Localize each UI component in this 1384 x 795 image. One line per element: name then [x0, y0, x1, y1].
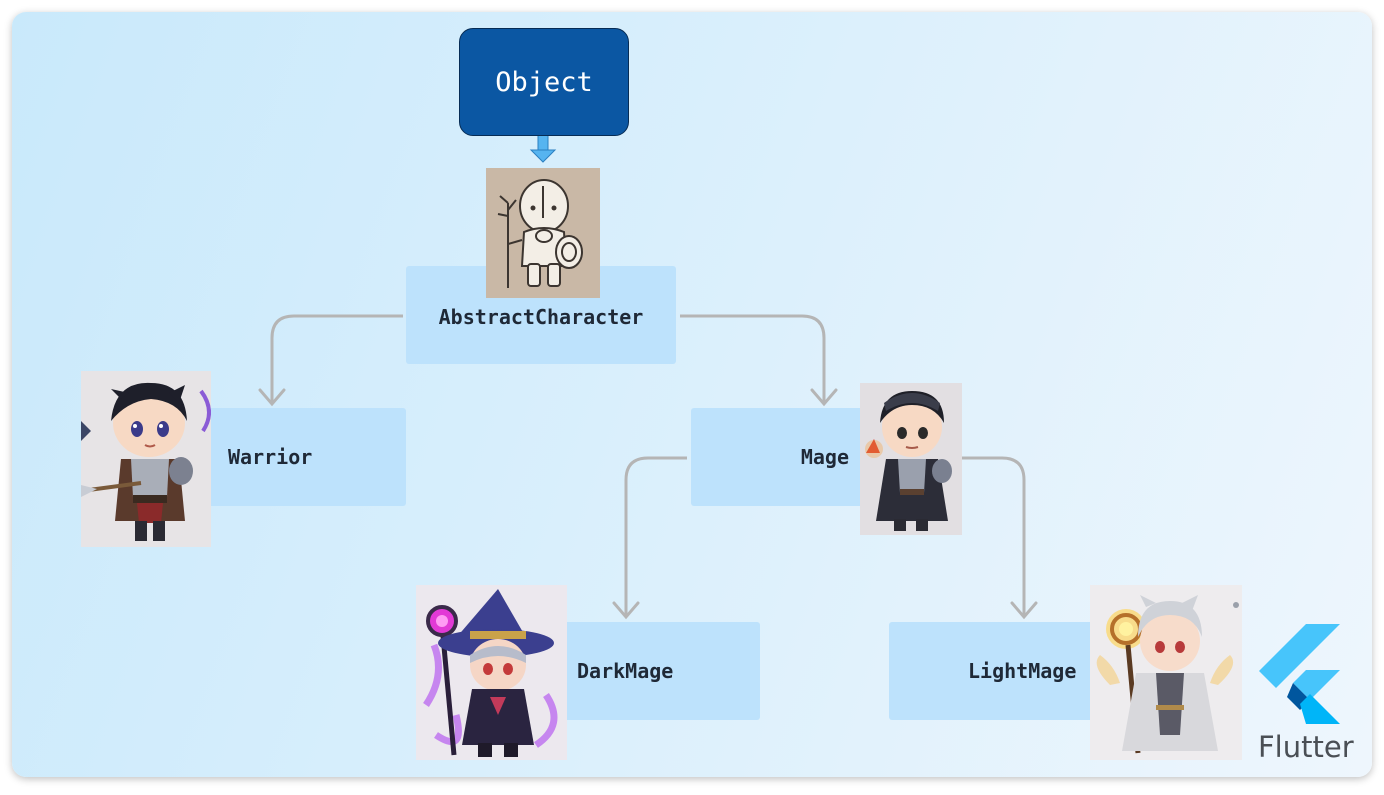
flutter-logo-icon — [1259, 624, 1340, 724]
dark-mage-label: DarkMage — [577, 659, 674, 683]
flutter-wordmark: Flutter — [1258, 730, 1354, 764]
diagram-canvas: Object AbstractCharacter Warrior Mage Da… — [12, 12, 1372, 777]
warrior-node: Warrior — [208, 408, 406, 506]
arrowhead-darkmage — [612, 601, 640, 620]
connector-abstract-mage — [680, 314, 826, 402]
warrior-label: Warrior — [228, 445, 313, 469]
light-mage-portrait — [1090, 585, 1242, 760]
warrior-portrait — [81, 371, 211, 547]
root-class-label: Object — [495, 66, 593, 98]
connector-abstract-warrior — [270, 314, 403, 402]
mage-label: Mage — [800, 445, 849, 469]
connector-mage-lightmage — [962, 456, 1026, 615]
root-class-node: Object — [459, 28, 629, 136]
light-mage-node: LightMage — [889, 622, 1101, 720]
arrowhead-warrior — [258, 388, 286, 407]
abstract-character-label: AbstractCharacter — [438, 305, 644, 329]
light-mage-label: LightMage — [968, 659, 1077, 683]
dark-mage-portrait — [416, 585, 567, 760]
connector-mage-darkmage — [624, 456, 687, 615]
mage-portrait — [860, 383, 962, 535]
arrowhead-lightmage — [1010, 601, 1038, 620]
abstract-character-portrait — [486, 168, 600, 298]
arrowhead-mage — [810, 388, 838, 407]
dark-mage-node: DarkMage — [560, 622, 760, 720]
